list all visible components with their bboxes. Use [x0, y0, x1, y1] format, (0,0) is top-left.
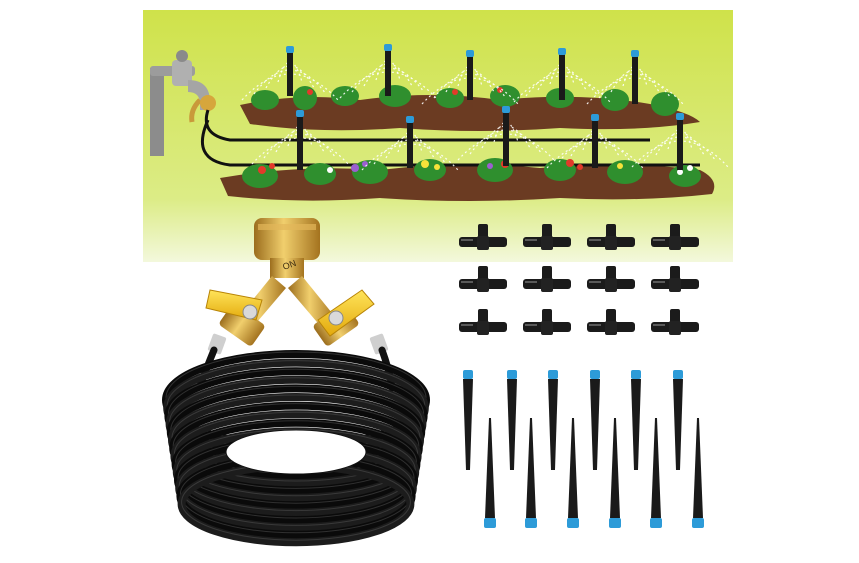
- valve-on-label: ON: [281, 258, 297, 272]
- sprinkler-stake-long: [650, 418, 662, 528]
- tee-connector: [523, 266, 571, 292]
- tee-connector: [587, 224, 635, 250]
- plants: [242, 85, 701, 188]
- garden-sprinkler: [631, 113, 729, 170]
- sprinkler-stake-long: [525, 418, 537, 528]
- garden-sprinkler: [251, 110, 349, 170]
- sprinkler-stake-short: [673, 370, 683, 470]
- tee-connector: [459, 266, 507, 292]
- valve-handle-left: [205, 289, 263, 321]
- garden-sprinkler: [513, 48, 611, 103]
- garden-illustration: [143, 10, 733, 262]
- garden-sprinkler: [361, 116, 459, 171]
- garden-sprinkler: [546, 114, 644, 169]
- drip-tubing-coil: [162, 346, 430, 547]
- sprinkler-stake-short: [590, 370, 600, 470]
- sprinkler-stake-long: [484, 418, 496, 528]
- soil-bed-front: [220, 164, 715, 201]
- tee-connector: [587, 309, 635, 335]
- soil-bed-back: [240, 95, 700, 131]
- sprinkler-stakes: [463, 370, 704, 528]
- sprinkler-stake-short: [463, 370, 473, 470]
- sprinkler-stake-short: [507, 370, 517, 470]
- tee-connector: [459, 224, 507, 250]
- sprinkler-stake-short: [631, 370, 641, 470]
- brass-y-valve: ON: [205, 218, 389, 355]
- tee-connector: [459, 309, 507, 335]
- garden-sprinkler: [241, 46, 339, 101]
- tee-connector: [651, 224, 699, 250]
- valve-handle-right: [317, 289, 375, 337]
- tee-connector: [523, 309, 571, 335]
- garden-sprinkler: [421, 50, 519, 105]
- sprinkler-stake-short: [548, 370, 558, 470]
- tee-connector: [587, 266, 635, 292]
- garden-sprinkler: [586, 50, 684, 105]
- drip-tube: [200, 119, 700, 167]
- drip-tube: [204, 109, 650, 142]
- tee-connectors: [459, 224, 699, 335]
- sprinkler-stake-long: [692, 418, 704, 528]
- tee-connector: [651, 266, 699, 292]
- sprinkler-stake-long: [609, 418, 621, 528]
- tee-connector: [651, 309, 699, 335]
- sprinkler-stake-long: [567, 418, 579, 528]
- tee-connector: [523, 224, 571, 250]
- garden-sprinkler: [457, 106, 555, 166]
- garden-sprinkler: [339, 44, 437, 99]
- faucet-icon: [150, 50, 216, 156]
